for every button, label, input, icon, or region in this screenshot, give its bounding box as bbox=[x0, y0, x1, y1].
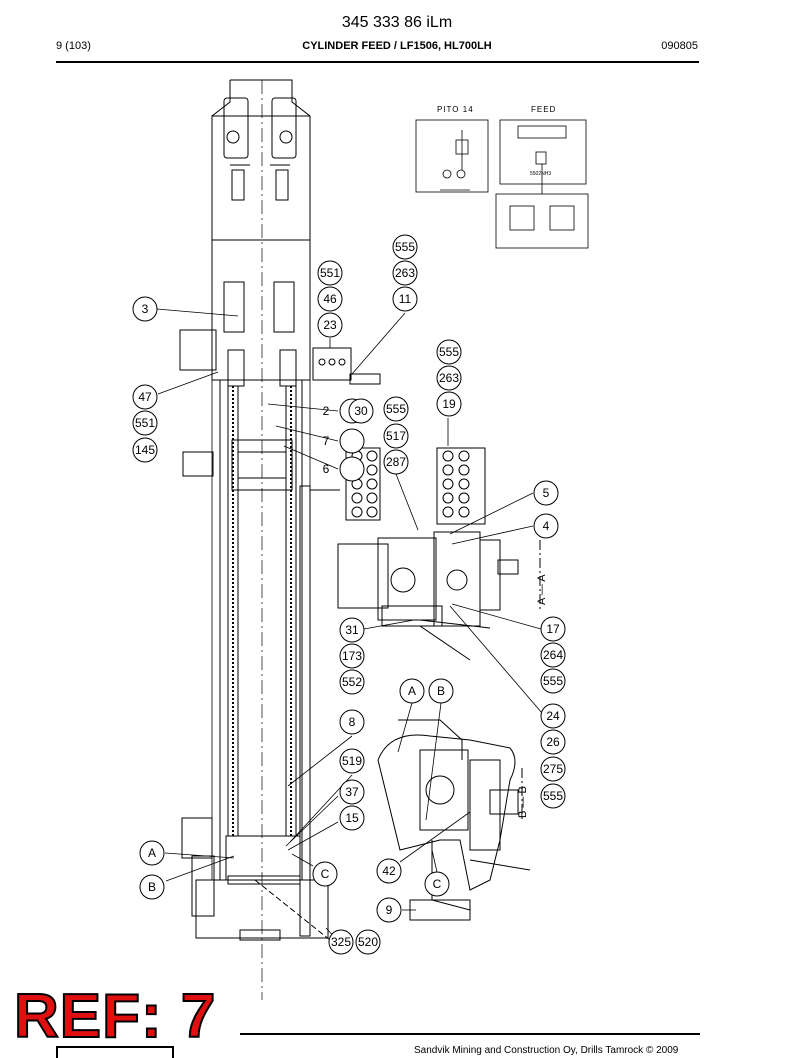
callout-517: 517 bbox=[386, 429, 406, 443]
callout-a: A bbox=[148, 846, 156, 860]
callout-7: 7 bbox=[323, 434, 330, 448]
hydraulic-schematic bbox=[415, 119, 589, 249]
callout-3: 3 bbox=[142, 302, 149, 316]
ref-badge: REF: 7 bbox=[13, 982, 217, 1051]
callout-c: C bbox=[321, 867, 330, 881]
callout-551: 551 bbox=[135, 416, 155, 430]
schematic-left-title: PITO 14 bbox=[437, 105, 474, 114]
callout-26: 26 bbox=[546, 735, 560, 749]
callout-24: 24 bbox=[546, 709, 560, 723]
callout-23: 23 bbox=[323, 318, 337, 332]
footer-copyright: Sandvik Mining and Construction Oy, Dril… bbox=[414, 1045, 679, 1056]
callout-287: 287 bbox=[386, 455, 406, 469]
callout-5: 5 bbox=[543, 486, 550, 500]
callout-bubbles bbox=[132, 234, 566, 955]
header-divider bbox=[56, 61, 699, 63]
callout-263: 263 bbox=[395, 266, 415, 280]
section-title: CYLINDER FEED / LF1506, HL700LH bbox=[302, 40, 492, 52]
callout-numbers: 555 263 11 551 46 23 3 555 263 19 47 551… bbox=[135, 240, 563, 949]
callout-a: A bbox=[408, 684, 416, 698]
callout-555: 555 bbox=[395, 240, 415, 254]
schematic-valve-label: 5502NH3 bbox=[530, 171, 551, 177]
callout-555: 555 bbox=[386, 402, 406, 416]
document-number: 345 333 86 iLm bbox=[341, 14, 453, 31]
callout-15: 15 bbox=[345, 811, 359, 825]
callout-2: 2 bbox=[323, 404, 330, 418]
page-number: 9 (103) bbox=[56, 40, 91, 52]
callout-264: 264 bbox=[543, 648, 563, 662]
section-label-bb: B — B bbox=[517, 786, 529, 818]
callout-551: 551 bbox=[320, 266, 340, 280]
callout-47: 47 bbox=[138, 390, 152, 404]
callout-555: 555 bbox=[543, 674, 563, 688]
cylinder-feed-assembly bbox=[179, 79, 541, 1000]
callout-9: 9 bbox=[386, 903, 393, 917]
callout-46: 46 bbox=[323, 292, 337, 306]
hose-fittings bbox=[351, 450, 470, 518]
callout-b: B bbox=[148, 880, 156, 894]
callout-42: 42 bbox=[382, 864, 396, 878]
callout-325: 325 bbox=[331, 935, 351, 949]
callout-11: 11 bbox=[399, 292, 412, 306]
callout-520: 520 bbox=[358, 935, 378, 949]
callout-552: 552 bbox=[342, 675, 362, 689]
callout-4: 4 bbox=[543, 519, 550, 533]
callout-37: 37 bbox=[345, 785, 359, 799]
date-code: 090805 bbox=[661, 40, 698, 52]
callout-263: 263 bbox=[439, 371, 459, 385]
brand-logo bbox=[56, 1046, 174, 1058]
callout-8: 8 bbox=[349, 715, 356, 729]
callout-555: 555 bbox=[543, 789, 563, 803]
callout-145: 145 bbox=[135, 443, 155, 457]
footer-divider bbox=[240, 1033, 700, 1035]
schematic-right-title: FEED bbox=[531, 105, 556, 114]
callout-c: C bbox=[433, 877, 442, 891]
callout-519: 519 bbox=[342, 754, 362, 768]
callout-19: 19 bbox=[442, 397, 456, 411]
callout-173: 173 bbox=[342, 649, 362, 663]
callout-6: 6 bbox=[323, 462, 330, 476]
callout-275: 275 bbox=[543, 762, 563, 776]
callout-555: 555 bbox=[439, 345, 459, 359]
callout-30: 30 bbox=[354, 404, 368, 418]
callout-17: 17 bbox=[546, 622, 560, 636]
section-label-aa: A — A bbox=[536, 574, 548, 605]
callout-31: 31 bbox=[345, 623, 359, 637]
callout-b: B bbox=[437, 684, 445, 698]
